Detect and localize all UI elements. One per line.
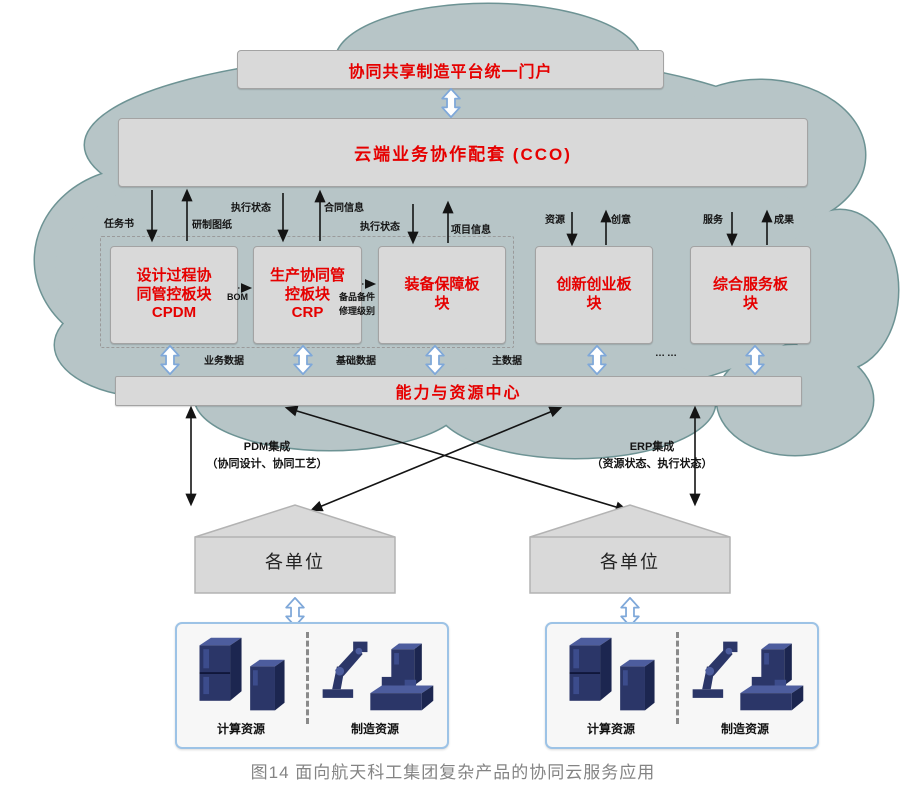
label-ellipsis: …… [655,348,679,359]
label-erp-detail: （资源状态、执行状态） [591,458,713,470]
double-arrow-icon [159,345,181,375]
double-arrow-icon [440,88,462,118]
double-arrow-icon [292,345,314,375]
module-equipment-line1: 装备保障板 [404,276,480,294]
unit-label-left: 各单位 [265,552,325,572]
label-project-info: 项目信息 [451,225,491,236]
label-basic-data: 基础数据 [336,356,376,367]
compute-resource-label: 计算资源 [586,722,635,736]
module-cpdm-line2: 同管控板块 [136,285,212,303]
arrow-cross-right-to-left [309,406,563,512]
label-contract-info: 合同信息 [324,203,364,214]
robot-arm-machine-icon [685,632,809,718]
label-idea: 创意 [611,215,631,226]
double-arrow-icon [744,345,766,375]
figure-caption: 图14 面向航天科工集团复杂产品的协同云服务应用 [250,763,656,782]
resource-divider [306,632,309,724]
label-repair-level: 修理级别 [339,306,376,316]
module-box-equipment: 装备保障板块 [378,246,506,344]
unit-house-left [194,504,396,594]
module-service-line1: 综合服务板 [712,276,788,294]
manufacture-resource-label: 制造资源 [720,722,769,736]
label-resource: 资源 [545,215,565,226]
label-exec-status-1: 执行状态 [231,203,271,214]
double-arrow-icon [424,345,446,375]
cco-box: 云端业务协作配套 (CCO) [118,118,808,187]
module-innovation-line2: 块 [586,295,602,312]
arrow-cross-left-to-right [284,405,629,513]
label-bom: BOM [227,292,248,302]
double-arrow-icon [586,345,608,375]
label-erp-integration: ERP集成 [629,441,675,453]
label-master-data: 主数据 [492,356,522,367]
design-production-group-frame [100,236,514,348]
module-box-innovation: 创新创业板块 [535,246,653,344]
module-box-service: 综合服务板块 [690,246,811,344]
label-task: 任务书 [104,219,134,230]
server-towers-icon [555,632,670,718]
cco-label: 云端业务协作配套 (CCO) [354,145,572,164]
label-result: 成果 [774,215,794,226]
module-innovation-line1: 创新创业板 [556,276,632,294]
label-dev-drawing: 研制图纸 [192,220,232,231]
module-cpdm-line3: CPDM [151,304,197,322]
resource-box-left: 计算资源 制造资源 [175,622,449,749]
server-towers-icon [185,632,300,718]
robot-arm-machine-icon [315,632,439,718]
module-cpdm-line1: 设计过程协 [136,266,212,284]
unit-house-right [529,504,731,594]
label-pdm-detail: （协同设计、协同工艺） [206,458,328,470]
module-service-line2: 块 [742,295,758,312]
compute-resource-label: 计算资源 [216,722,265,736]
label-pdm-integration: PDM集成 [243,441,291,453]
label-exec-status-2: 执行状态 [360,222,400,233]
portal-label: 协同共享制造平台统一门户 [348,63,553,81]
module-crp-line1: 生产协同管 [269,266,345,284]
resource-divider [676,632,679,724]
label-business-data: 业务数据 [204,356,244,367]
unit-label-right: 各单位 [600,552,660,572]
portal-box: 协同共享制造平台统一门户 [237,50,664,89]
resource-box-right: 计算资源 制造资源 [545,622,819,749]
label-spare-parts: 备品备件 [339,292,376,302]
module-equipment-line2: 块 [434,295,450,312]
module-crp-line3: CRP [291,304,324,322]
manufacture-resource-label: 制造资源 [350,722,399,736]
label-service: 服务 [703,215,723,226]
module-crp-line2: 控板块 [284,285,330,303]
capability-resource-bar: 能力与资源中心 [115,376,802,406]
capability-label: 能力与资源中心 [395,385,522,402]
